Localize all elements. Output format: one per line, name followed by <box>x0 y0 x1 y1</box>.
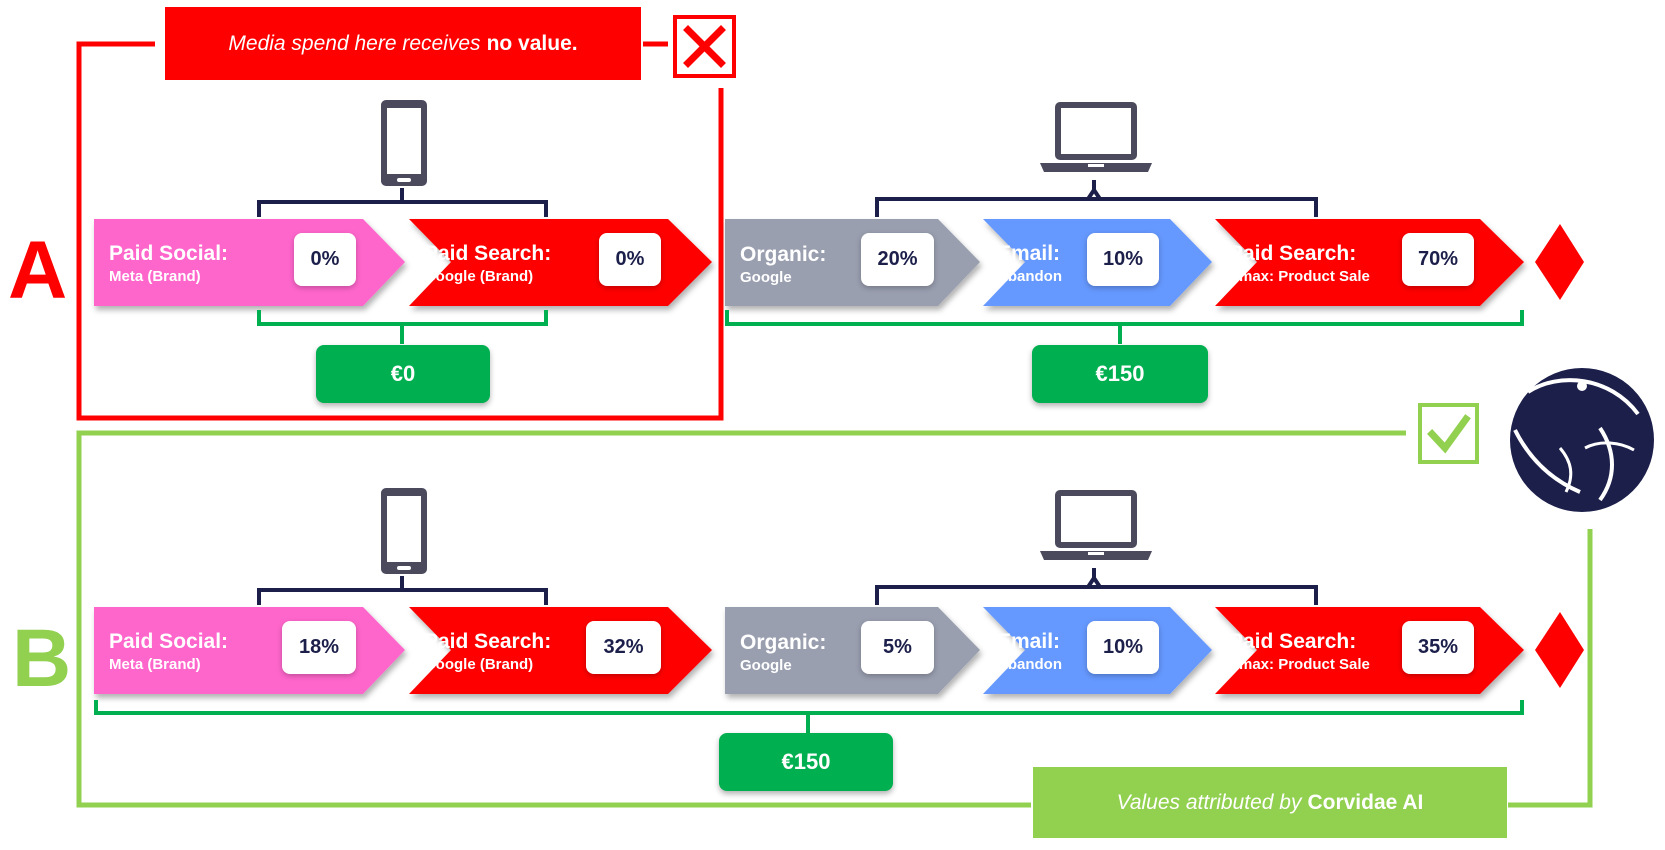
laptop-icon <box>1040 102 1152 172</box>
a-step-5-subtitle: Pmax: Product Sale <box>1229 268 1370 285</box>
banner-a-emphasis: no value. <box>486 31 578 55</box>
b-step-1-subtitle: Meta (Brand) <box>109 656 201 673</box>
a-step-3-title: Organic: <box>740 243 827 266</box>
scenario-a-banner: Media spend here receives no value. <box>165 7 641 80</box>
conversion-diamond-icon <box>1535 224 1584 300</box>
b-step-3-subtitle: Google <box>740 657 792 674</box>
a-step-5-label: Paid Search: Pmax: Product Sale <box>1229 243 1370 284</box>
a-step-3-label: Organic: Google <box>740 244 826 285</box>
a-step-2-percent: 0% <box>599 233 661 286</box>
a-step-2-label: Paid Search: Google (Brand) <box>424 243 551 284</box>
scenario-b-letter: B <box>12 613 72 704</box>
scenario-a-frame <box>76 41 724 421</box>
a-step-2-subtitle: Google (Brand) <box>424 268 534 285</box>
b-step-5-title: Paid Search: <box>1229 630 1357 653</box>
a-step-1-title: Paid Social: <box>109 242 229 265</box>
scenario-b-frame <box>76 430 1593 808</box>
b-step-4-percent: 10% <box>1087 621 1159 674</box>
mobile-phone-icon <box>381 488 427 574</box>
b-step-2-percent: 32% <box>586 621 661 674</box>
a-step-3-subtitle: Google <box>740 269 792 286</box>
b-step-3-percent: 5% <box>861 621 934 674</box>
a-desktop-value: €150 <box>1032 345 1208 403</box>
a-step-3-percent: 20% <box>861 233 934 286</box>
conversion-diamond-icon <box>1535 612 1584 688</box>
scenario-a-letter: A <box>8 225 68 316</box>
b-step-5-label: Paid Search: Pmax: Product Sale <box>1229 631 1370 672</box>
b-step-4-subtitle: Abandon <box>997 656 1062 673</box>
a-step-2-title: Paid Search: <box>424 242 552 265</box>
b-step-5-percent: 35% <box>1402 621 1474 674</box>
a-step-4-percent: 10% <box>1087 233 1159 286</box>
banner-b-emphasis: Corvidae AI <box>1307 790 1424 814</box>
laptop-icon <box>1040 490 1152 560</box>
scenario-b-banner: Values attributed by Corvidae AI <box>1033 767 1507 838</box>
a-step-5-percent: 70% <box>1402 233 1474 286</box>
b-step-1-title: Paid Social: <box>109 630 229 653</box>
b-step-3-label: Organic: Google <box>740 632 826 673</box>
b-step-4-title: Email: <box>997 630 1061 653</box>
banner-a-prefix: Media spend here receives <box>228 31 481 55</box>
a-step-1-subtitle: Meta (Brand) <box>109 268 201 285</box>
mobile-phone-icon <box>381 100 427 186</box>
b-step-3-title: Organic: <box>740 631 827 654</box>
b-step-2-subtitle: Google (Brand) <box>424 656 534 673</box>
b-total-value: €150 <box>719 733 893 791</box>
b-step-2-label: Paid Search: Google (Brand) <box>424 631 551 672</box>
a-step-1-label: Paid Social: Meta (Brand) <box>109 243 228 284</box>
a-step-1-percent: 0% <box>294 233 356 286</box>
b-step-2-title: Paid Search: <box>424 630 552 653</box>
b-step-5-subtitle: Pmax: Product Sale <box>1229 656 1370 673</box>
a-step-5-title: Paid Search: <box>1229 242 1357 265</box>
b-step-4-label: Email: Abandon <box>997 631 1062 672</box>
x-mark-icon <box>673 15 736 78</box>
value-brackets <box>94 310 1524 733</box>
a-mobile-value: €0 <box>316 345 490 403</box>
a-step-4-label: Email: Abandon <box>997 243 1062 284</box>
b-step-1-percent: 18% <box>282 621 356 674</box>
checkmark-icon <box>1418 403 1479 464</box>
b-step-1-label: Paid Social: Meta (Brand) <box>109 631 228 672</box>
banner-b-prefix: Values attributed by <box>1116 790 1302 814</box>
corvidae-logo-icon <box>1510 368 1654 512</box>
a-step-4-subtitle: Abandon <box>997 268 1062 285</box>
device-brackets <box>257 180 1318 605</box>
a-step-4-title: Email: <box>997 242 1061 265</box>
